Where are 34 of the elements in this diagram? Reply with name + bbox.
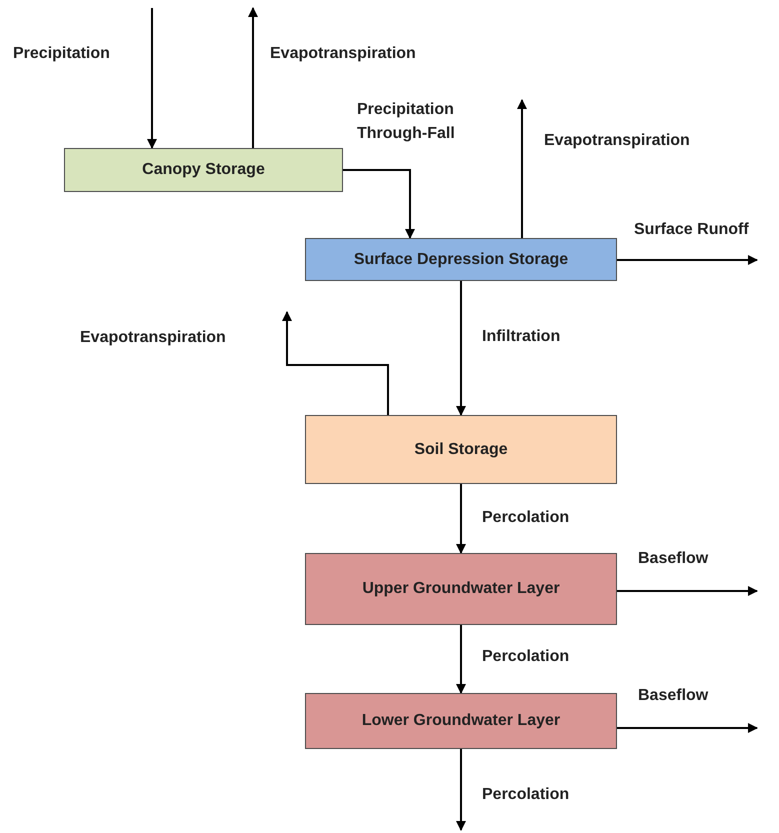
node-label: Soil Storage [414,440,508,458]
edge-label: Percolation [482,508,570,528]
edge-label: Percolation [482,647,570,667]
node-label: Lower Groundwater Layer [362,712,560,730]
edge-label: Baseflow [638,686,708,706]
arrow [282,311,389,415]
storage-box [305,693,617,749]
storage-box [305,553,617,625]
arrow [617,723,758,733]
edge-label: Baseflow [638,549,708,569]
arrow [617,255,758,265]
arrow [617,586,758,596]
edge-label: Percolation [482,785,570,805]
storage-box [64,148,343,192]
edge-label: Evapotranspiration [270,44,416,64]
arrow [456,749,466,831]
arrow [147,8,157,149]
arrow [248,7,258,148]
node-label: Canopy Storage [142,161,265,179]
storage-box [305,415,617,484]
arrow [517,99,527,238]
arrow [456,281,466,416]
storage-box [305,238,617,281]
arrow [343,169,415,239]
edge-label: Precipitation Through-Fall [357,100,456,144]
edge-label: Precipitation [13,44,110,64]
node-label: Upper Groundwater Layer [362,580,560,598]
edge-label: Evapotranspiration [80,328,226,348]
node-label: Surface Depression Storage [354,250,568,268]
arrow [456,484,466,554]
edge-label: Surface Runoff [634,220,749,240]
arrow [456,625,466,694]
edge-label: Infiltration [482,327,560,347]
edge-label: Evapotranspiration [544,131,690,151]
